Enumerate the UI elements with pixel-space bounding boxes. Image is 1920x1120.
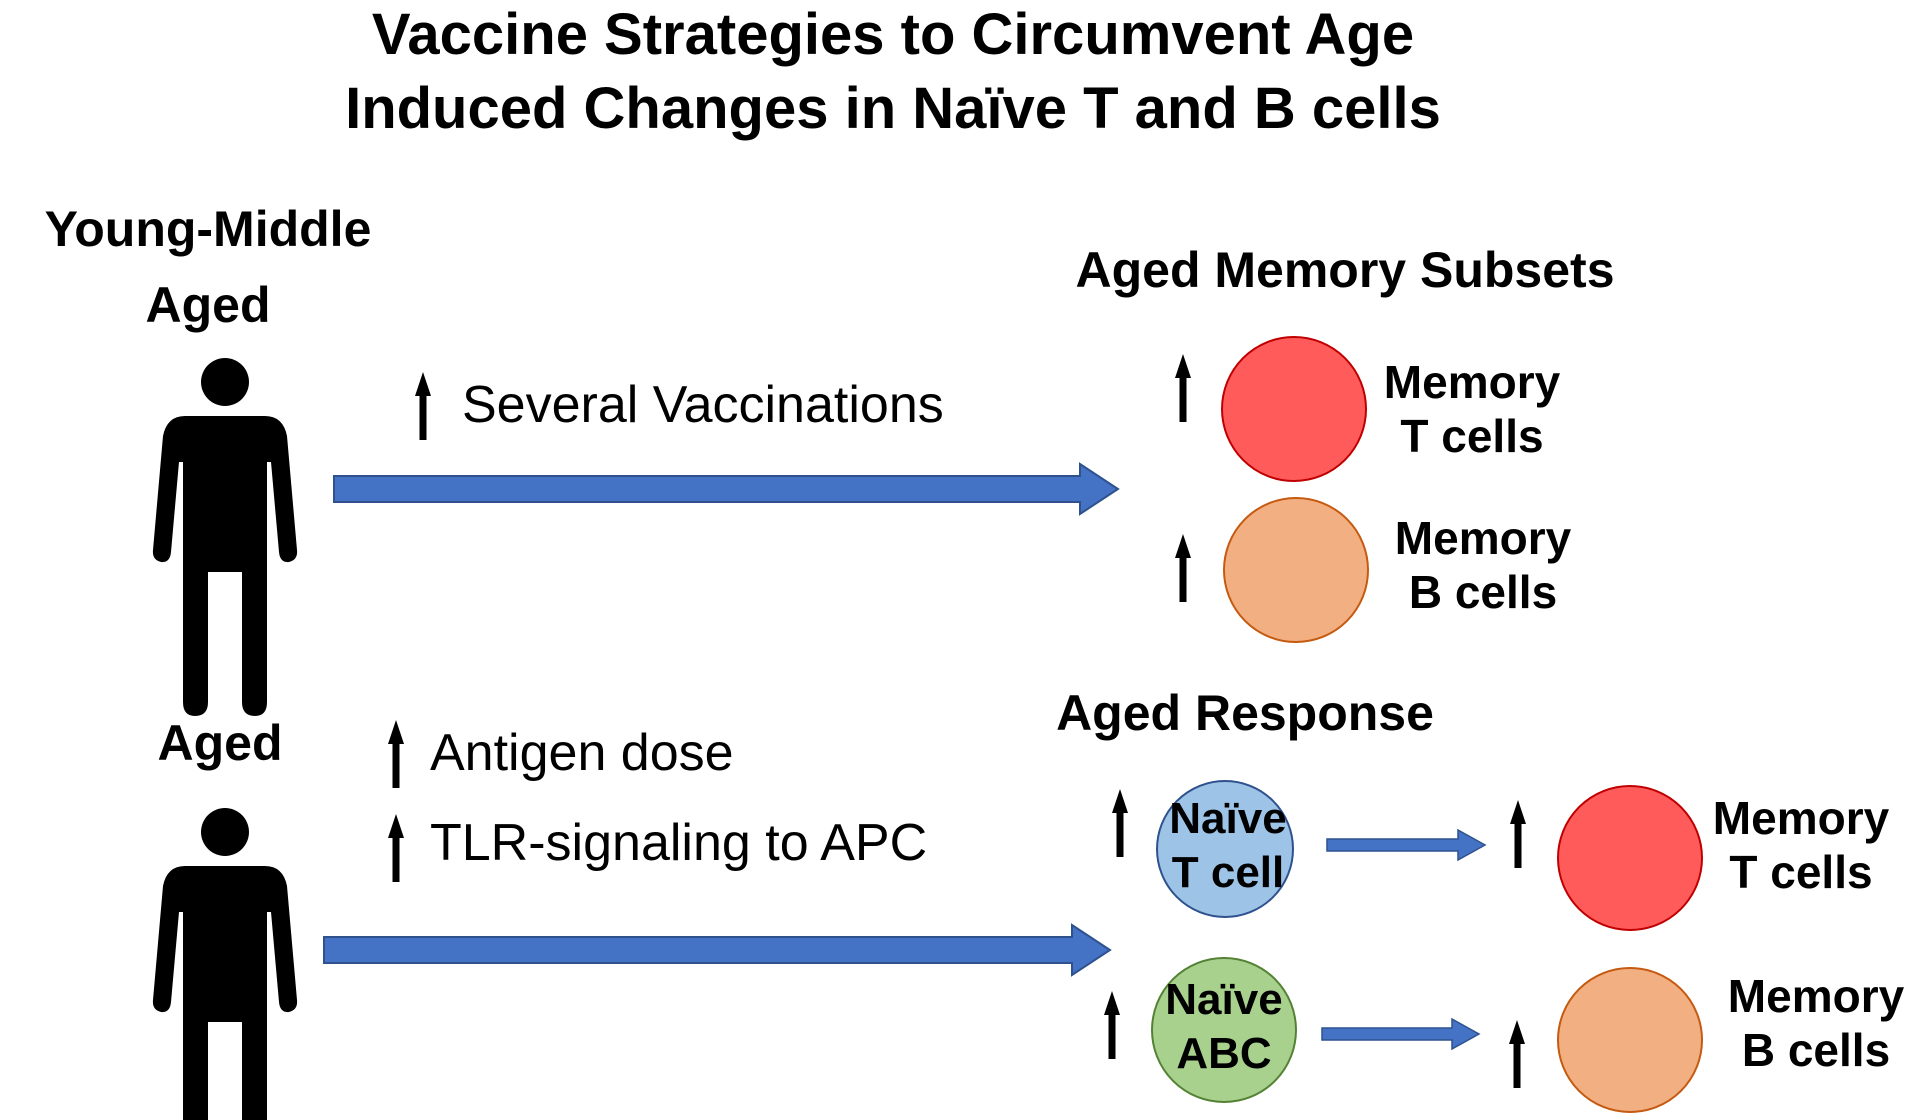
young-memory-b-line-1: Memory	[1395, 512, 1572, 564]
young-label-line-1: Young-Middle	[45, 201, 372, 257]
young-memory-b-line-2: B cells	[1409, 566, 1557, 618]
up-arrow-icon	[1509, 1020, 1525, 1088]
memory-t-cell-circle	[1557, 785, 1703, 931]
memory-b-cell-circle	[1557, 967, 1703, 1113]
aged-strategy-1: Antigen dose	[430, 724, 734, 782]
person-icon	[152, 358, 298, 716]
naive-abc-line-1: Naïve	[1165, 975, 1282, 1024]
person-icon	[152, 808, 298, 1120]
right-arrow-icon	[333, 462, 1120, 516]
naive-abc-line-2: ABC	[1176, 1029, 1271, 1078]
naive-t-line-2: T cell	[1172, 848, 1285, 897]
aged-label: Aged	[158, 715, 283, 771]
up-arrow-icon	[1175, 534, 1191, 602]
naive-t-line-1: Naïve	[1169, 794, 1286, 843]
title-line-2: Induced Changes in Naïve T and B cells	[345, 76, 1441, 141]
aged-memory-t-line-2: T cells	[1729, 846, 1872, 898]
aged-memory-b-line-2: B cells	[1742, 1024, 1890, 1076]
memory-t-cell-circle	[1221, 336, 1367, 482]
title-line-1: Vaccine Strategies to Circumvent Age	[372, 2, 1414, 67]
memory-b-cell-circle	[1223, 497, 1369, 643]
aged-strategy-2: TLR-signaling to APC	[430, 814, 927, 872]
up-arrow-icon	[1104, 991, 1120, 1059]
up-arrow-icon	[1175, 354, 1191, 422]
up-arrow-icon	[1510, 800, 1526, 868]
young-memory-t-line-1: Memory	[1384, 356, 1561, 408]
right-arrow-icon	[1326, 828, 1487, 862]
right-arrow-icon	[323, 923, 1112, 977]
young-outcome-heading: Aged Memory Subsets	[1075, 242, 1614, 298]
up-arrow-icon	[1112, 789, 1128, 857]
up-arrow-icon	[415, 372, 431, 440]
right-arrow-icon	[1321, 1017, 1481, 1051]
naive-t-cell-circle	[1156, 780, 1294, 918]
young-memory-t-line-2: T cells	[1400, 410, 1543, 462]
naive-abc-circle	[1151, 957, 1297, 1103]
young-strategy: Several Vaccinations	[462, 376, 944, 434]
aged-outcome-heading: Aged Response	[1056, 685, 1434, 741]
aged-memory-t-line-1: Memory	[1713, 792, 1890, 844]
young-label-line-2: Aged	[146, 277, 271, 333]
up-arrow-icon	[388, 814, 404, 882]
up-arrow-icon	[388, 720, 404, 788]
aged-memory-b-line-1: Memory	[1728, 970, 1905, 1022]
